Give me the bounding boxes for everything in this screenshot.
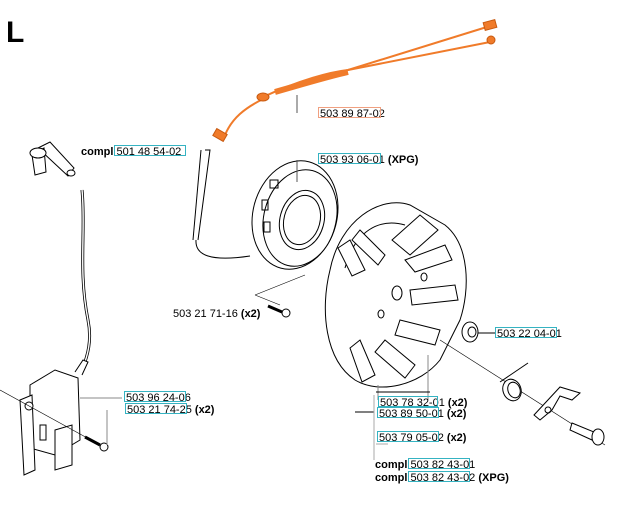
- part-number-link[interactable]: 503 78 32-01: [378, 396, 445, 409]
- variant-suffix: (XPG): [478, 472, 509, 484]
- stator-screw-drawing[interactable]: [267, 304, 291, 318]
- label-spark-plug-cap[interactable]: compl 501 48 54-02: [81, 145, 187, 158]
- flywheel-drawing[interactable]: [324, 202, 467, 388]
- part-number-link[interactable]: 503 89 50-01: [377, 407, 444, 420]
- part-number-link[interactable]: 503 82 43-01: [408, 458, 475, 471]
- part-number-link[interactable]: 503 22 04-01: [495, 327, 562, 340]
- part-number-link[interactable]: 503 96 24-06: [124, 391, 191, 404]
- part-number-link[interactable]: 503 82 43-02: [408, 471, 475, 484]
- ignition-module-drawing[interactable]: [19, 359, 89, 476]
- stator-coil-drawing[interactable]: [192, 149, 350, 279]
- label-flywheel-compl-xpg[interactable]: compl 503 82 43-02 (XPG): [375, 471, 509, 484]
- pawl-drawing[interactable]: [533, 386, 582, 421]
- wire-harness-drawing[interactable]: [212, 18, 498, 143]
- part-number-link[interactable]: 503 89 87-02: [318, 107, 385, 120]
- compl-prefix: compl: [81, 146, 114, 158]
- compl-prefix: compl: [375, 459, 408, 471]
- part-number-link[interactable]: 503 93 06-01: [318, 153, 385, 166]
- quantity-suffix: (x2): [446, 432, 467, 444]
- spark-plug-cap-drawing[interactable]: [29, 141, 76, 177]
- label-flywheel-compl[interactable]: compl 503 82 43-01: [375, 458, 475, 471]
- label-flywheel-nut[interactable]: 503 22 04-01: [495, 327, 562, 340]
- quantity-suffix: (x2): [194, 404, 215, 416]
- label-stator-screw[interactable]: 503 21 71-16 (x2): [173, 308, 260, 320]
- quantity-suffix: (x2): [446, 408, 467, 420]
- label-spring[interactable]: 503 78 32-01 (x2): [378, 396, 468, 409]
- label-pawl[interactable]: 503 89 50-01 (x2): [377, 407, 467, 420]
- part-number-link[interactable]: 501 48 54-02: [114, 145, 187, 158]
- quantity-suffix: (x2): [447, 397, 468, 409]
- compl-prefix: compl: [375, 472, 408, 484]
- label-stator-coil[interactable]: 503 93 06-01 (XPG): [318, 153, 419, 166]
- label-pawl-pin[interactable]: 503 79 05-02 (x2): [377, 431, 467, 444]
- label-wire-harness[interactable]: 503 89 87-02: [318, 107, 385, 120]
- quantity-suffix: (x2): [240, 308, 261, 320]
- flywheel-nut-drawing[interactable]: [461, 321, 479, 343]
- part-number-link[interactable]: 503 21 74-25: [125, 403, 192, 416]
- variant-suffix: (XPG): [387, 154, 419, 166]
- section-letter: L: [6, 16, 25, 49]
- part-number-link[interactable]: 503 79 05-02: [377, 431, 444, 444]
- module-screw-drawing[interactable]: [84, 435, 109, 452]
- label-ignition-module[interactable]: 503 96 24-06: [124, 391, 191, 404]
- pawl-spring-drawing[interactable]: [499, 362, 529, 403]
- pawl-pin-drawing[interactable]: [569, 422, 605, 446]
- label-module-screw[interactable]: 503 21 74-25 (x2): [125, 403, 215, 416]
- part-number: 503 21 71-16: [173, 308, 238, 320]
